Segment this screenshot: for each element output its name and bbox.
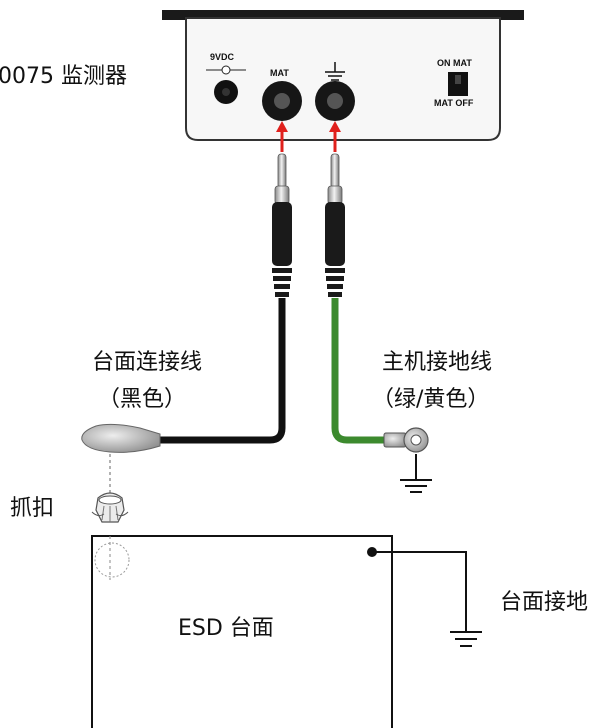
switch-on-label: ON MAT	[437, 58, 472, 68]
monitor-unit	[162, 10, 524, 141]
ground-banana-plug	[325, 153, 345, 297]
snap-label: 抓扣	[10, 496, 55, 521]
green-ground-wire	[331, 298, 388, 444]
cable-ground-symbol-icon	[400, 454, 432, 493]
red-arrows	[276, 121, 341, 152]
ring-lug	[383, 427, 429, 453]
esd-mat	[91, 535, 393, 728]
mat-cable-label: 台面连接线	[92, 350, 203, 375]
power-jack-label: 9VDC	[210, 52, 235, 62]
grip-stud-icon	[91, 492, 129, 523]
ground-cable-color-label: （绿/黄色）	[372, 387, 490, 412]
mat-ground-symbol-icon	[450, 631, 482, 647]
mat-ground-wire	[367, 547, 467, 632]
mat-jack-label: MAT	[270, 68, 289, 78]
snap-connector	[81, 423, 161, 453]
black-mat-wire	[160, 298, 286, 444]
mat-cable-color-label: （黑色）	[98, 387, 187, 412]
mat-banana-plug	[272, 153, 292, 297]
esd-mat-label: ESD 台面	[178, 616, 274, 641]
switch-off-label: MAT OFF	[434, 98, 474, 108]
panel-ground-symbol-icon	[325, 62, 345, 81]
monitor-label: 0075 监测器	[0, 64, 127, 89]
ground-cable-label: 主机接地线	[382, 350, 493, 375]
mat-ground-label: 台面接地	[500, 590, 589, 615]
